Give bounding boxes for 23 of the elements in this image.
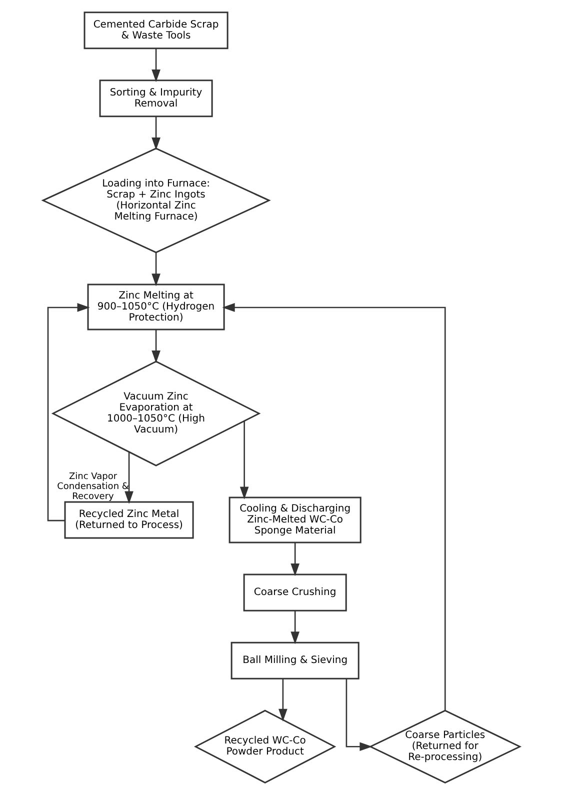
arrow [151,48,160,82]
node-box: Cemented Carbide Scrap & Waste Tools [83,12,228,50]
arrow [151,116,160,150]
arrow [151,252,160,286]
node-box: Sorting & Impurity Removal [98,80,212,118]
arrow [239,421,248,500]
node-box: Ball Milling & Sieving [230,642,359,680]
arrow [124,452,133,504]
node-diamond: Loading into Furnace: Scrap + Zinc Ingots (Horizontal Zinc Melting Furnace) [40,148,270,254]
arrow [290,610,299,644]
arrow [151,330,160,364]
node-box: Coarse Crushing [242,574,346,612]
arrow [290,542,299,576]
arrow [345,678,372,752]
edge-label: Zinc Vapor Condensation & Recovery [56,472,128,502]
arrow [278,678,287,722]
arrow [46,303,90,522]
node-box: Cooling & Discharging Zinc-Melted WC-Co Sponge Material [228,496,361,544]
node-box: Recycled Zinc Metal (Returned to Process) [64,501,194,539]
node-box: Zinc Melting at 900–1050°C (Hydrogen Protection) [86,284,224,330]
node-diamond: Coarse Particles (Returned for Re-processing) [368,710,522,784]
arrow [222,303,446,710]
node-diamond: Vacuum Zinc Evaporation at 1000–1050°C (High Vacuum) [50,360,260,466]
